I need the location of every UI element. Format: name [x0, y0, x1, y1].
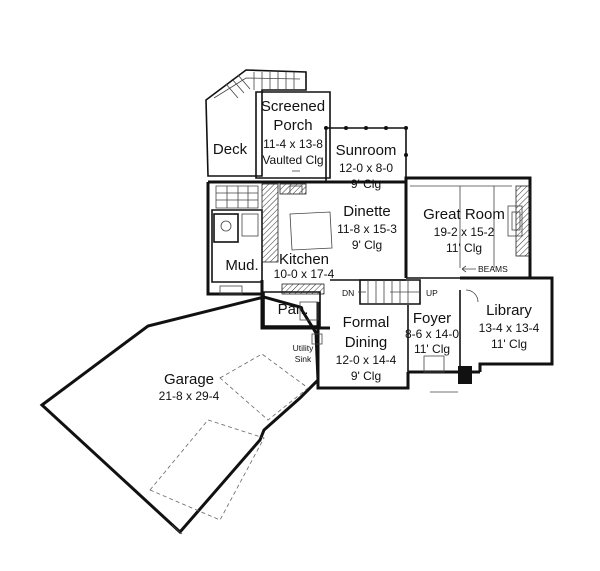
- library-area: [465, 289, 479, 303]
- formal-dining-ceiling: 9' Clg: [351, 369, 381, 383]
- dinette-dims: 11-8 x 15-3: [337, 222, 397, 236]
- deck-name: Deck: [213, 141, 248, 158]
- formal-dining-name-1: Formal: [343, 314, 390, 331]
- utility-label-2: Sink: [295, 354, 312, 364]
- utility-label-1: Utility: [293, 343, 315, 353]
- garage-name: Garage: [164, 371, 214, 388]
- library-name: Library: [486, 302, 532, 319]
- sunroom-ceiling: 9' Clg: [351, 177, 381, 191]
- kitchen-dims: 10-0 x 17-4: [274, 267, 335, 281]
- library-ceiling: 11' Clg: [491, 337, 527, 351]
- kitchen-name: Kitchen: [279, 251, 329, 268]
- dinette-name: Dinette: [343, 203, 391, 220]
- great-room-name: Great Room: [423, 206, 505, 223]
- deck-stairs: [225, 72, 295, 99]
- pantry-area: [263, 291, 321, 327]
- mud-room-area: [211, 185, 263, 295]
- foyer-name: Foyer: [413, 310, 451, 327]
- formal-dining-dims: 12-0 x 14-4: [336, 353, 397, 367]
- library-dims: 13-4 x 13-4: [479, 321, 540, 335]
- screened-porch-ceiling: Vaulted Clg: [262, 153, 323, 167]
- garage-area: [39, 295, 320, 535]
- sunroom-dims: 12-0 x 8-0: [339, 161, 393, 175]
- utility-sink: [311, 333, 323, 345]
- room-labels: Screened Porch 11-4 x 13-8 Vaulted Clg D…: [159, 98, 540, 403]
- deck-area: [205, 69, 307, 177]
- sunroom-name: Sunroom: [336, 142, 397, 159]
- mud-room-name: Mud.: [225, 257, 258, 274]
- foyer-dims: 8-6 x 14-0: [405, 327, 459, 341]
- screened-porch-name-2: Porch: [273, 117, 312, 134]
- garage-dims: 21-8 x 29-4: [159, 389, 220, 403]
- foyer-entry: [423, 355, 472, 393]
- main-stairs: [358, 279, 421, 305]
- dinette-ceiling: 9' Clg: [352, 238, 382, 252]
- screened-porch-dims: 11-4 x 13-8: [263, 137, 323, 151]
- beams-annotation: BEAMS: [461, 264, 508, 274]
- kitchen-area: [261, 183, 333, 321]
- fireplace: [507, 185, 531, 257]
- screened-porch-area: [255, 91, 331, 179]
- pantry-name: Pan.: [278, 301, 309, 318]
- stair-down-label: DN: [342, 288, 354, 298]
- great-room-ceiling: 11' Clg: [446, 241, 482, 255]
- stair-up-label: UP: [426, 288, 438, 298]
- foyer-ceiling: 11' Clg: [414, 342, 450, 356]
- screened-porch-name-1: Screened: [261, 98, 325, 115]
- beams-label: BEAMS: [478, 264, 508, 274]
- formal-dining-name-2: Dining: [345, 334, 388, 351]
- great-room-dims: 19-2 x 15-2: [434, 225, 495, 239]
- great-room-area: [410, 185, 531, 268]
